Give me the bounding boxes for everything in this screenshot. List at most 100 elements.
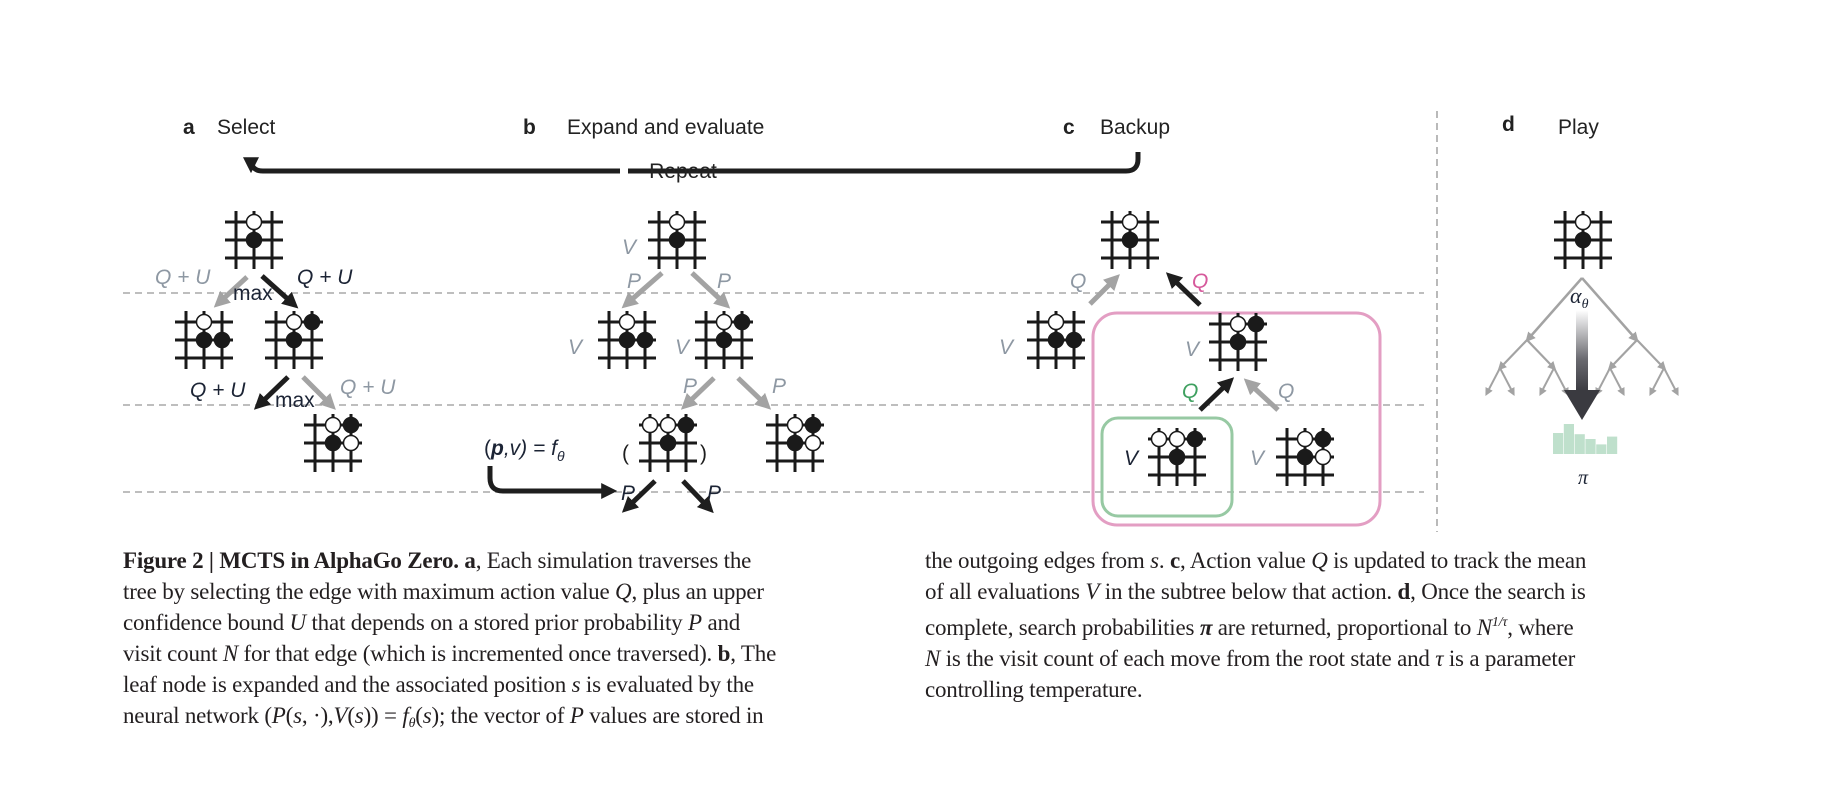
black-stone (1574, 231, 1592, 249)
tree-edge (1539, 367, 1555, 396)
caption-text: that depends on a stored prior probabili… (305, 610, 689, 635)
white-stone (324, 416, 342, 434)
caption-text: , where (1507, 615, 1574, 640)
black-stone (1186, 430, 1204, 448)
repeat-label: Repeat (649, 160, 717, 183)
arrow-gray (736, 376, 772, 410)
black-stone (677, 416, 695, 434)
tree-edge (1636, 339, 1667, 371)
panel-c-title: Backup (1100, 116, 1170, 139)
policy-arrow-head (1564, 390, 1600, 420)
pi-bar (1585, 439, 1596, 454)
white-stone (715, 313, 733, 331)
p-label: P (627, 270, 641, 293)
eq-p: p (490, 437, 504, 460)
caption-text: s (1150, 548, 1159, 573)
caption-line: leaf node is expanded and the associated… (123, 669, 776, 700)
white-stone (618, 313, 636, 331)
black-stone (342, 416, 360, 434)
caption-text: s (571, 672, 581, 697)
black-stone (1168, 448, 1186, 466)
white-stone (342, 434, 360, 452)
p-label: P (772, 375, 786, 398)
alpha-symbol: α (1570, 283, 1582, 308)
max-label: max (275, 389, 315, 412)
caption-text: controlling temperature. (925, 677, 1143, 702)
paren-close: ) (700, 442, 707, 465)
arrow-gray (213, 275, 249, 308)
caption-line: of all evaluations V in the subtree belo… (925, 576, 1586, 607)
caption-text: 1/τ (1491, 615, 1508, 630)
caption-text: ( (347, 703, 355, 728)
caption-text: θ (408, 716, 416, 731)
repeat-arrow-left (242, 157, 620, 174)
caption-text: ( (415, 703, 423, 728)
black-stone (285, 331, 303, 349)
arrow-gray (1243, 378, 1280, 412)
caption-text: , plus an upper (631, 579, 764, 604)
q-label-pink: Q (1192, 270, 1208, 293)
p-label: P (707, 482, 721, 505)
go-board-c-sibling (1276, 428, 1334, 486)
arrow-black (621, 479, 657, 513)
caption-text: for that edge (which is incremented once… (237, 641, 718, 666)
paren-open: ( (622, 442, 629, 465)
p-label: P (717, 270, 731, 293)
alpha-subscript: θ (1582, 297, 1589, 312)
caption-text: the outgoing edges from (925, 548, 1151, 573)
caption-text: is updated to track the mean (1327, 548, 1587, 573)
caption-line: controlling temperature. (925, 674, 1586, 705)
caption-text: neural network ( (123, 703, 272, 728)
go-board-b-root (648, 211, 706, 269)
black-stone (1229, 333, 1247, 351)
caption-text: leaf node is expanded and the associated… (123, 672, 572, 697)
white-stone (1296, 430, 1314, 448)
network-arrow (487, 466, 618, 500)
caption-line: complete, search probabilities π are ret… (925, 607, 1586, 643)
caption-text: N (222, 641, 238, 666)
pi-label: π (1578, 467, 1589, 489)
arrow-black (681, 479, 714, 514)
white-stone (1314, 448, 1332, 466)
tree-edge (1525, 277, 1583, 343)
caption-text: s (354, 703, 364, 728)
caption-text: f (402, 703, 409, 728)
panel-b-title: Expand and evaluate (567, 116, 764, 139)
go-board-c-leaf (1148, 428, 1206, 486)
caption-text: are returned, proportional to (1212, 615, 1477, 640)
white-stone (1150, 430, 1168, 448)
v-label: V (1124, 447, 1140, 470)
black-stone (733, 313, 751, 331)
go-board-a-right (265, 311, 323, 369)
black-stone (786, 434, 804, 452)
white-stone (641, 416, 659, 434)
pi-bar (1574, 434, 1585, 454)
panel-d-letter: d (1502, 113, 1515, 136)
go-board-b-leaf (639, 414, 697, 472)
caption-text: s (293, 703, 302, 728)
caption-text: of all evaluations (925, 579, 1086, 604)
caption-text: ( (285, 703, 294, 728)
pi-bar (1553, 433, 1564, 454)
caption-text: b (717, 641, 731, 666)
black-stone (668, 231, 686, 249)
white-stone (786, 416, 804, 434)
play-search-tree (1485, 277, 1679, 396)
black-stone (618, 331, 636, 349)
white-stone (1121, 213, 1139, 231)
tree-edge (1609, 367, 1625, 396)
caption-text: P (271, 703, 286, 728)
caption-line: neural network (P(s, ·),V(s)) = fθ(s); t… (123, 700, 776, 739)
caption-text: d (1397, 579, 1411, 604)
black-stone (324, 434, 342, 452)
black-stone (213, 331, 231, 349)
caption-line: N is the visit count of each move from t… (925, 643, 1586, 674)
caption-right-column: the outgoing edges from s. c, Action val… (925, 545, 1586, 705)
black-stone (804, 416, 822, 434)
tree-edge (1581, 277, 1639, 343)
arrow-black (260, 274, 299, 309)
white-stone (668, 213, 686, 231)
arrow-gray (1088, 274, 1120, 306)
go-board-b-sibling (766, 414, 824, 472)
pi-distribution-bars (1553, 424, 1618, 454)
